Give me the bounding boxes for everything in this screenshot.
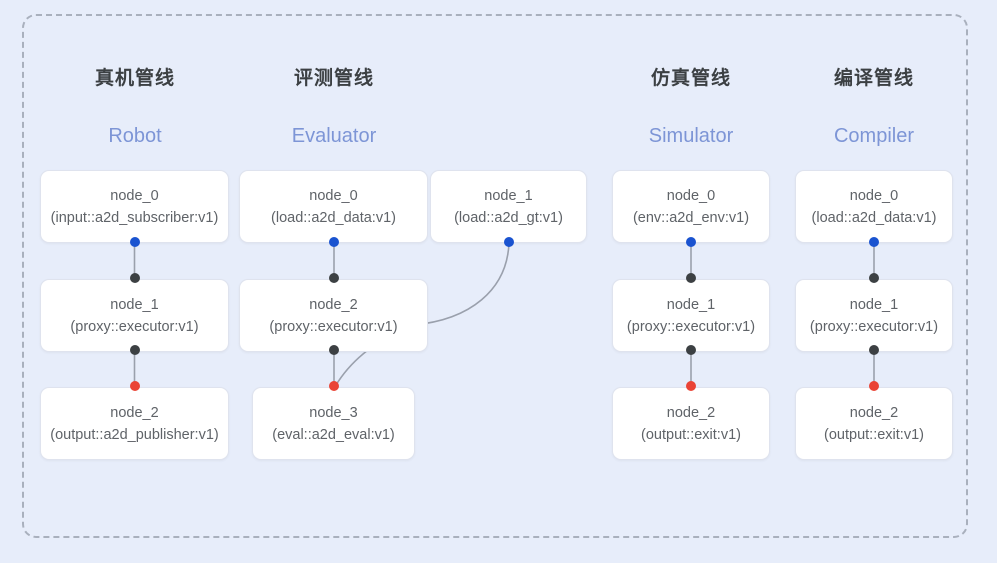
node-robot-2[interactable]: node_2 (output::a2d_publisher:v1) — [40, 387, 229, 460]
node-evaluator-3[interactable]: node_3 (eval::a2d_eval:v1) — [252, 387, 415, 460]
node-type: (proxy::executor:v1) — [626, 318, 756, 335]
node-id: node_2 — [666, 404, 716, 421]
port-input-black[interactable] — [869, 273, 879, 283]
node-id: node_2 — [309, 296, 358, 313]
node-type: (proxy::executor:v1) — [809, 318, 939, 335]
node-type: (proxy::executor:v1) — [70, 318, 199, 335]
node-type: (proxy::executor:v1) — [269, 318, 398, 335]
port-input-red[interactable] — [129, 381, 140, 391]
node-id: node_2 — [849, 404, 899, 421]
node-id: node_0 — [110, 187, 159, 204]
port-input-black[interactable] — [686, 273, 696, 283]
node-id: node_1 — [484, 187, 533, 204]
node-compiler-0[interactable]: node_0 (load::a2d_data:v1) — [795, 170, 953, 243]
column-subtitle-simulator: Simulator — [648, 125, 734, 147]
node-type: (eval::a2d_eval:v1) — [272, 426, 395, 443]
node-id: node_0 — [849, 187, 899, 204]
port-input-black[interactable] — [329, 273, 339, 283]
node-simulator-0[interactable]: node_0 (env::a2d_env:v1) — [612, 170, 770, 243]
port-output-black[interactable] — [329, 345, 339, 355]
node-id: node_0 — [309, 187, 358, 204]
port-output-blue[interactable] — [329, 237, 339, 247]
port-input-black[interactable] — [129, 273, 140, 283]
node-type: (load::a2d_data:v1) — [271, 209, 396, 226]
node-id: node_1 — [849, 296, 899, 313]
port-output-blue[interactable] — [869, 237, 879, 247]
node-simulator-1[interactable]: node_1 (proxy::executor:v1) — [612, 279, 770, 352]
column-title-robot: 真机管线 — [94, 68, 175, 89]
node-type: (input::a2d_subscriber:v1) — [50, 209, 219, 226]
node-compiler-2[interactable]: node_2 (output::exit:v1) — [795, 387, 953, 460]
column-title-simulator: 仿真管线 — [650, 68, 731, 89]
port-output-blue[interactable] — [129, 237, 140, 247]
node-type: (load::a2d_gt:v1) — [454, 209, 563, 226]
column-subtitle-robot: Robot — [108, 125, 162, 147]
node-id: node_1 — [110, 296, 159, 313]
diagram-dashed-frame — [22, 14, 968, 538]
node-simulator-2[interactable]: node_2 (output::exit:v1) — [612, 387, 770, 460]
port-output-black[interactable] — [129, 345, 140, 355]
node-robot-0[interactable]: node_0 (input::a2d_subscriber:v1) — [40, 170, 229, 243]
node-type: (output::exit:v1) — [641, 426, 741, 443]
column-title-compiler: 编译管线 — [833, 68, 914, 89]
node-compiler-1[interactable]: node_1 (proxy::executor:v1) — [795, 279, 953, 352]
node-id: node_0 — [666, 187, 716, 204]
node-id: node_2 — [110, 404, 159, 421]
column-title-evaluator: 评测管线 — [293, 68, 374, 89]
node-robot-1[interactable]: node_1 (proxy::executor:v1) — [40, 279, 229, 352]
port-input-red[interactable] — [329, 381, 339, 391]
node-type: (output::exit:v1) — [824, 426, 924, 443]
node-evaluator-2[interactable]: node_2 (proxy::executor:v1) — [239, 279, 428, 352]
node-evaluator-0[interactable]: node_0 (load::a2d_data:v1) — [239, 170, 428, 243]
node-type: (load::a2d_data:v1) — [811, 209, 937, 226]
column-subtitle-compiler: Compiler — [833, 125, 915, 147]
port-output-black[interactable] — [686, 345, 696, 355]
node-type: (output::a2d_publisher:v1) — [50, 426, 219, 443]
node-type: (env::a2d_env:v1) — [632, 209, 750, 226]
port-input-red[interactable] — [869, 381, 879, 391]
node-id: node_1 — [666, 296, 716, 313]
node-evaluator-1[interactable]: node_1 (load::a2d_gt:v1) — [430, 170, 587, 243]
column-subtitle-evaluator: Evaluator — [291, 125, 377, 147]
port-input-red[interactable] — [686, 381, 696, 391]
node-id: node_3 — [309, 404, 358, 421]
port-output-black[interactable] — [869, 345, 879, 355]
port-output-blue[interactable] — [686, 237, 696, 247]
port-output-blue[interactable] — [504, 237, 514, 247]
